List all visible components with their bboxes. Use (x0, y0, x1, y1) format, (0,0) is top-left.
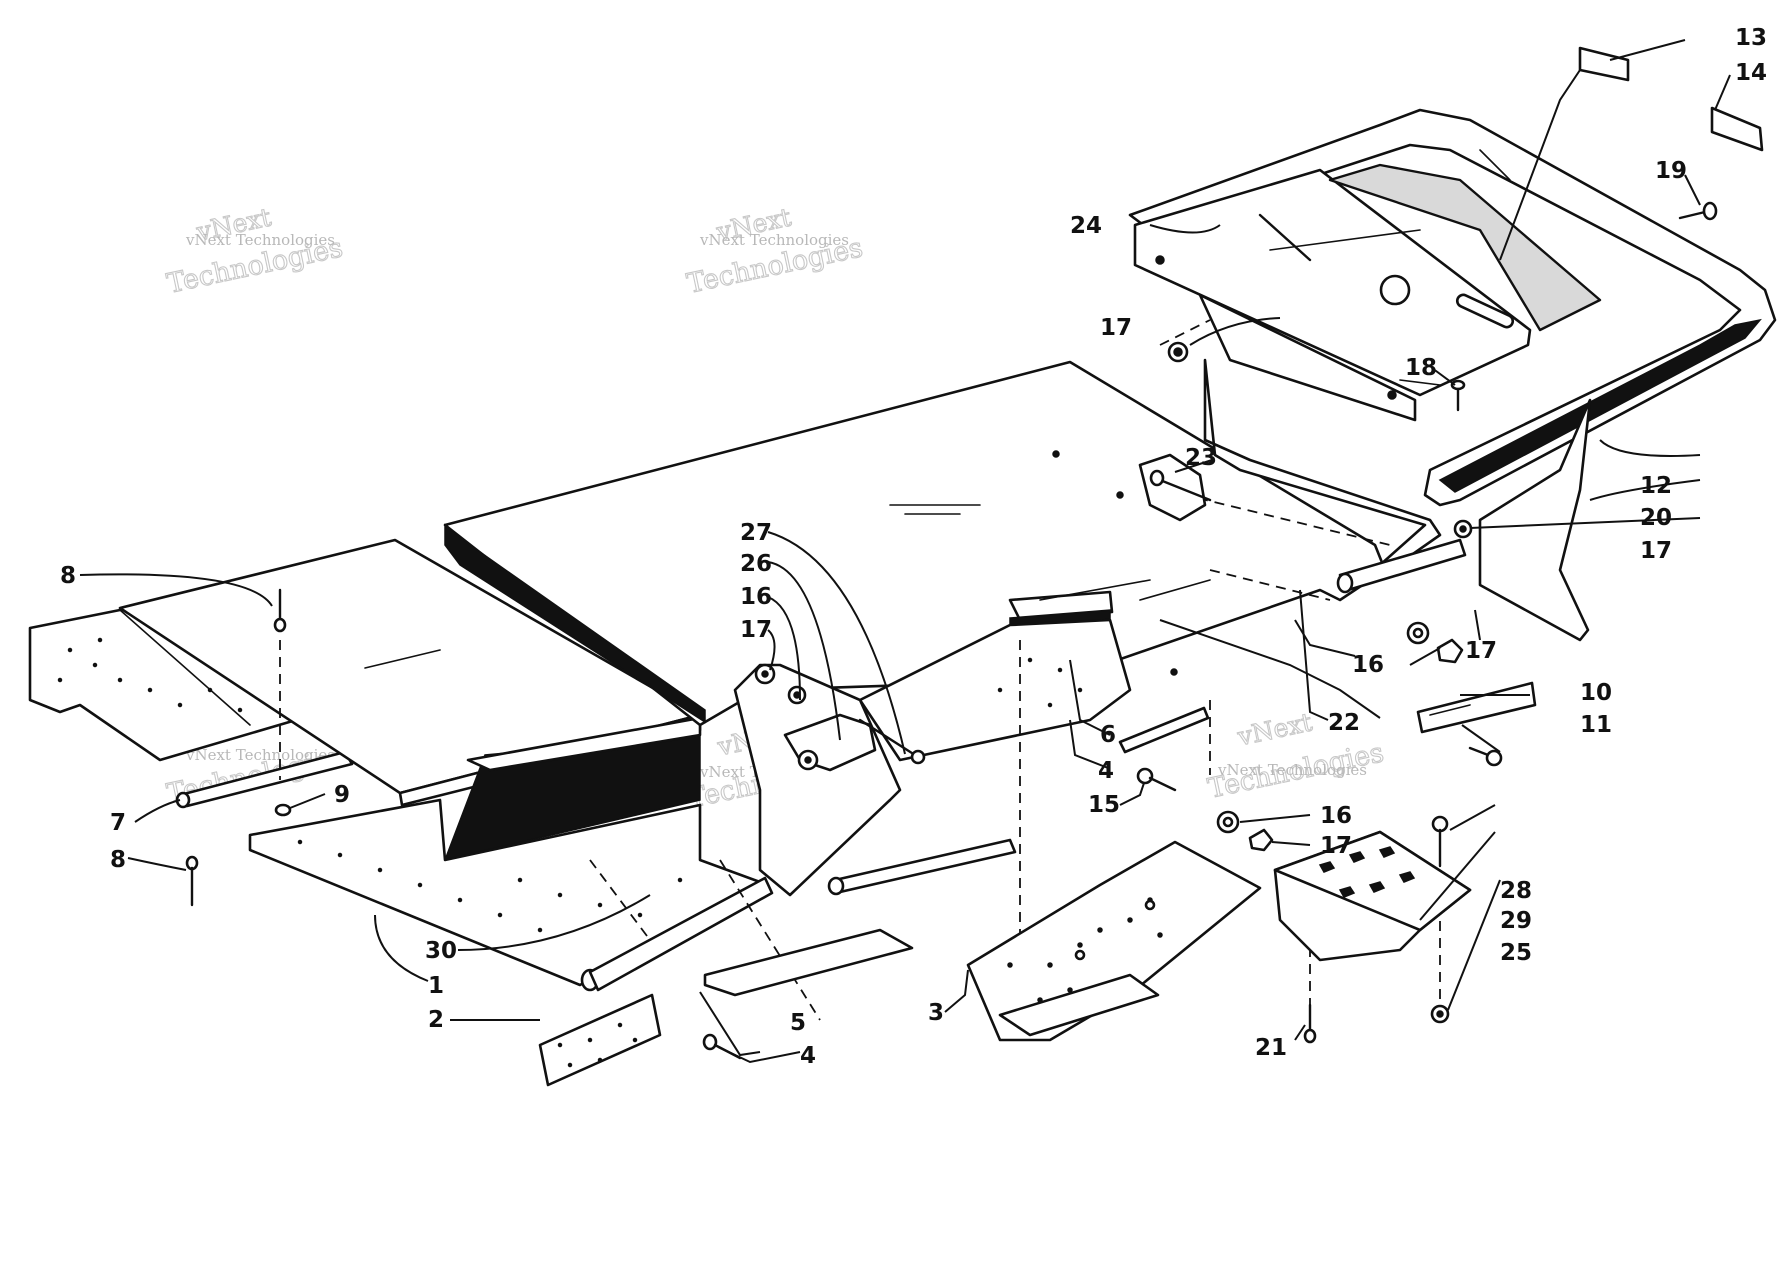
callout-12: 12 (1640, 473, 1672, 499)
nut-part-25 (1430, 1004, 1450, 1024)
callout-13: 13 (1735, 25, 1767, 51)
plate-part-2 (538, 993, 662, 1087)
decal-part-13 (1578, 46, 1630, 82)
callout-24: 24 (1070, 213, 1102, 239)
callout-3: 3 (928, 1000, 944, 1026)
rear-bumper-assembly (1128, 108, 1777, 642)
callout-16: 16 (740, 584, 772, 610)
watermark-company: vNext Technologies (699, 231, 849, 249)
watermark-company: vNext Technologies (1217, 761, 1367, 779)
bolt-part-18 (1450, 379, 1466, 412)
callout-23: 23 (1185, 445, 1217, 471)
washer-part-16-lower (1216, 810, 1240, 834)
callout-30: 30 (425, 938, 457, 964)
plate-part-5 (703, 928, 914, 997)
step-block-part-29 (1273, 830, 1472, 962)
axle-rod-part-6 (1118, 668, 1210, 754)
bolt-part-19 (1678, 201, 1718, 221)
callout-26: 26 (740, 551, 772, 577)
dashed-guide (719, 859, 821, 1021)
bolt-part-28 (1431, 815, 1449, 868)
watermark-company: vNext Technologies (185, 746, 335, 764)
callout-17: 17 (1100, 315, 1132, 341)
nut-part-17-lower (1248, 828, 1274, 852)
watermark-company: vNext Technologies (185, 231, 335, 249)
callout-27: 27 (740, 520, 772, 546)
bolt-part-21 (1303, 1003, 1317, 1044)
callout-10: 10 (1580, 680, 1612, 706)
callout-1: 1 (428, 973, 444, 999)
callout-leaders (79, 39, 1731, 1064)
callout-28: 28 (1500, 878, 1532, 904)
dashed-guide (1209, 569, 1331, 601)
callout-4: 4 (1098, 758, 1114, 784)
washer-part-9 (274, 803, 292, 817)
callout-16: 16 (1320, 803, 1352, 829)
callout-25: 25 (1500, 940, 1532, 966)
bolt-part-23 (1138, 453, 1212, 522)
callout-9: 9 (334, 782, 350, 808)
callout-16: 16 (1352, 652, 1384, 678)
screw-part-8-top (273, 588, 287, 633)
decal-part-14 (1710, 106, 1764, 152)
left-cover-panel (118, 538, 774, 992)
callout-8: 8 (110, 847, 126, 873)
callout-17: 17 (1465, 638, 1497, 664)
nut-part-17-mid (1436, 638, 1464, 664)
callout-14: 14 (1735, 60, 1767, 86)
callout-20: 20 (1640, 505, 1672, 531)
callout-17: 17 (1320, 833, 1352, 859)
callout-21: 21 (1255, 1035, 1287, 1061)
bolt-part-27 (858, 718, 926, 765)
nut-part-17-top (1167, 341, 1189, 363)
callout-7: 7 (110, 810, 126, 836)
callout-4: 4 (800, 1043, 816, 1069)
callout-17: 17 (1640, 538, 1672, 564)
bracket-part-3 (966, 840, 1262, 1042)
callout-29: 29 (1500, 908, 1532, 934)
bolt-part-15 (1136, 767, 1177, 792)
washer-part-16 (1406, 621, 1430, 645)
callout-8: 8 (60, 563, 76, 589)
callout-6: 6 (1100, 722, 1116, 748)
callout-11: 11 (1580, 712, 1612, 738)
callout-17: 17 (740, 617, 772, 643)
watermark-logo-word: vNext (1234, 707, 1314, 751)
nut-part-17-right (1453, 519, 1473, 539)
hinge-bracket (783, 713, 877, 772)
callout-2: 2 (428, 1007, 444, 1033)
reflector-part-10 (1416, 681, 1537, 734)
callout-15: 15 (1088, 792, 1120, 818)
frame-tube-part-22 (1336, 538, 1467, 594)
screw-part-8-bottom (185, 855, 199, 907)
washer-part-16-left (787, 685, 807, 705)
callout-18: 18 (1405, 355, 1437, 381)
dashed-guide (1159, 319, 1211, 346)
callout-5: 5 (790, 1010, 806, 1036)
callout-22: 22 (1328, 710, 1360, 736)
screw-part-11 (1468, 746, 1503, 767)
callout-19: 19 (1655, 158, 1687, 184)
